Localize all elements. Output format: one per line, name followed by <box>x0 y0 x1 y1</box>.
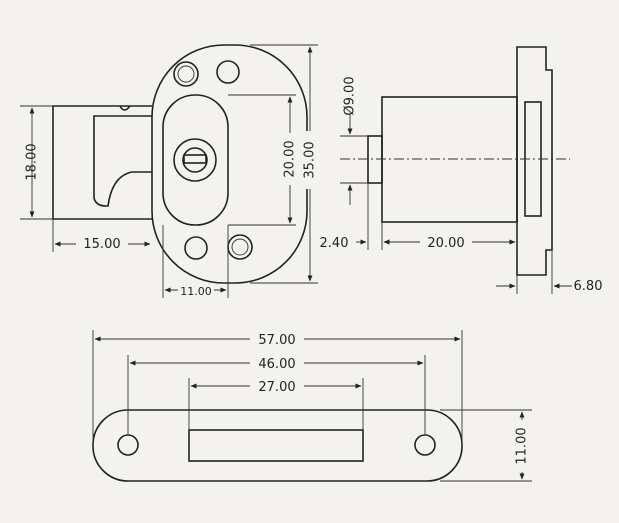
key-slot <box>183 154 207 164</box>
dim-diameter-9: Ø9.00 <box>340 76 368 205</box>
dim-flange-6-80: 6.80 <box>496 250 602 294</box>
dimension-label: 20.00 <box>283 140 298 177</box>
screw-hole-inner <box>231 238 249 256</box>
dimension-label: 11.00 <box>180 285 212 298</box>
dim-plate-height-11: 11.00 <box>440 409 532 482</box>
latch-slot <box>188 429 364 462</box>
screw-hole <box>216 60 240 84</box>
dim-overall-length-57: 57.00 <box>92 330 463 445</box>
dimension-label: 11.00 <box>515 427 530 464</box>
dimension-label: 15.00 <box>83 237 120 252</box>
dimension-label: 2.40 <box>320 236 349 251</box>
dim-spacer-2-40: 2.40 <box>320 183 394 251</box>
screw-hole <box>184 236 208 260</box>
dim-width-11: 11.00 <box>162 225 229 298</box>
dim-inner-height-20: 20.00 <box>228 94 299 226</box>
strike-plate-outline <box>92 409 463 482</box>
flange <box>516 46 553 276</box>
cam-arm-notch <box>119 105 131 111</box>
dimension-label: 57.00 <box>258 333 295 348</box>
dim-overall-height-35: 35.00 <box>250 44 319 284</box>
screw-hole <box>173 61 199 87</box>
lock-core <box>182 147 208 173</box>
dimension-label: 20.00 <box>427 236 464 251</box>
dimension-label: 6.80 <box>574 279 603 294</box>
spacer <box>367 135 383 184</box>
dimension-label: 27.00 <box>258 380 295 395</box>
lock-body <box>381 96 518 223</box>
screw-hole-inner <box>177 65 195 83</box>
dimension-label: 46.00 <box>258 357 295 372</box>
dimension-label: 35.00 <box>303 141 318 178</box>
dim-body-length-20: 20.00 <box>383 222 518 251</box>
mounting-hole <box>414 434 436 456</box>
lock-cylinder <box>173 138 217 182</box>
dim-height-18: 18.00 <box>20 105 53 220</box>
dim-hole-spacing-46: 46.00 <box>127 355 426 435</box>
dim-offset-15: 15.00 <box>52 219 151 252</box>
mounting-hole <box>117 434 139 456</box>
cam-arm <box>52 105 152 220</box>
dim-slot-length-27: 27.00 <box>188 378 364 430</box>
housing-inner <box>162 94 229 226</box>
strike-plate <box>92 409 463 482</box>
dimension-label: 18.00 <box>25 143 40 180</box>
dimension-label: Ø9.00 <box>343 76 358 115</box>
